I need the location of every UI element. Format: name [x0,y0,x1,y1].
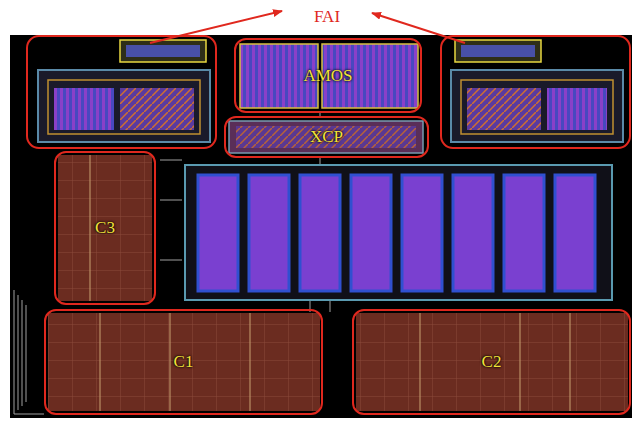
block-label: C2 [482,352,502,372]
region-outline: C3 [54,151,156,305]
region-outline: XCP [224,116,429,158]
region-outline: AMOS [234,38,422,113]
block-label: AMOS [303,66,352,86]
block-label: C3 [95,218,115,238]
block-label: C1 [174,352,194,372]
region-outline: C1 [44,309,323,415]
region-outline: C2 [352,309,631,415]
block-label: XCP [310,127,343,147]
callout-label: FAI [314,7,340,27]
